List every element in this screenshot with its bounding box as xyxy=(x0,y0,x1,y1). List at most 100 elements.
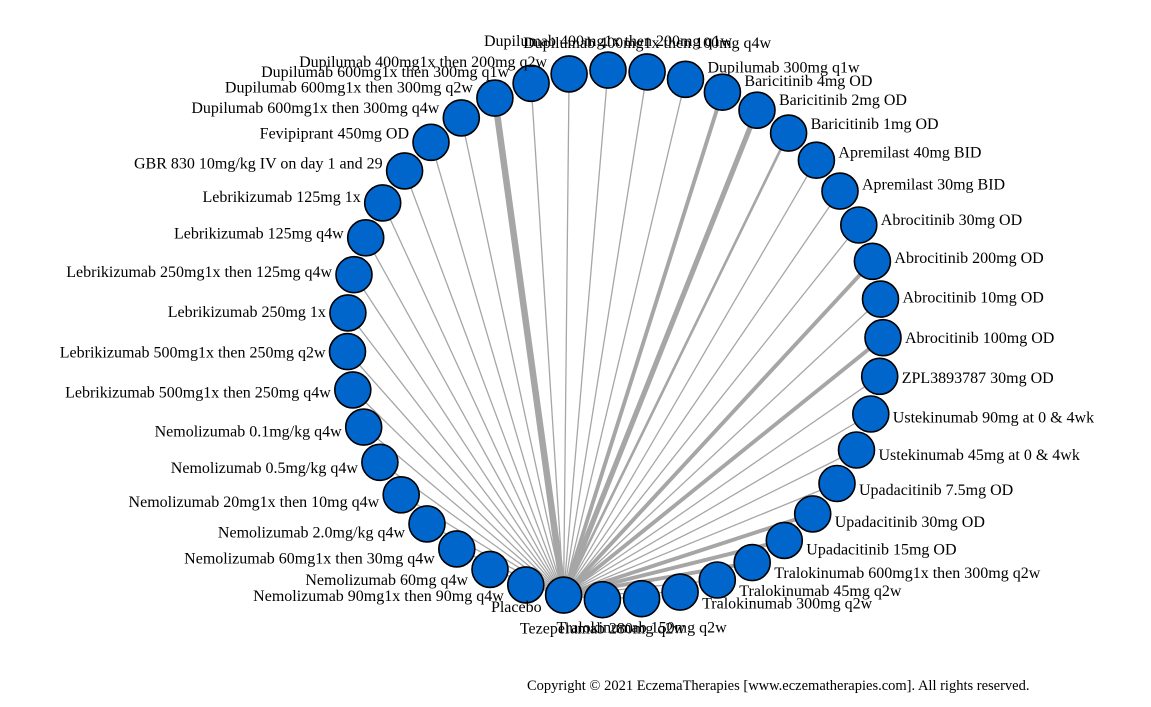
edge-dupilumab-400mg1x-then-200mg-q2w xyxy=(562,73,570,596)
label-nemolizumab-0-5mg-kg-q4w: Nemolizumab 0.5mg/kg q4w xyxy=(171,460,359,477)
edge-apremilast-40mg-bid xyxy=(563,159,817,596)
label-upadacitinib-15mg-od: Upadacitinib 15mg OD xyxy=(806,542,956,559)
node-upadacitinib-30mg-od xyxy=(793,495,832,533)
node-placebo xyxy=(544,576,583,614)
label-nemolizumab-0-1mg-kg-q4w: Nemolizumab 0.1mg/kg q4w xyxy=(155,423,343,440)
label-tralokinumab-300mg-q2w: Tralokinumab 300mg q2w xyxy=(702,596,873,613)
node-baricitinib-4mg-od xyxy=(703,73,742,111)
label-tralokinumab-45mg-q2w: Tralokinumab 45mg q2w xyxy=(739,583,902,600)
node-dupilumab-400mg1x-then-100mg-q4w xyxy=(628,53,666,91)
label-ustekinumab-90mg-at-0-4wk: Ustekinumab 90mg at 0 & 4wk xyxy=(893,410,1094,427)
node-nemolizumab-60mg1x-then-30mg-q4w xyxy=(437,530,476,568)
edge-baricitinib-1mg-od xyxy=(562,132,790,596)
edge-baricitinib-2mg-od xyxy=(561,109,760,597)
edge-dupilumab-600mg1x-then-300mg-q4w xyxy=(460,117,565,596)
label-dupilumab-600mg1x-then-300mg-q2w: Dupilumab 600mg1x then 300mg q2w xyxy=(225,79,473,96)
node-dupilumab-600mg1x-then-300mg-q2w xyxy=(476,79,514,117)
node-abrocitinib-30mg-od xyxy=(839,206,878,244)
edge-dupilumab-400mg1x-then-100mg-q4w xyxy=(562,71,648,596)
label-abrocitinib-200mg-od: Abrocitinib 200mg OD xyxy=(894,250,1043,267)
node-nemolizumab-60mg-q4w xyxy=(471,550,509,589)
node-dupilumab-400mg1x-then-200mg-q1w xyxy=(589,51,627,89)
node-tralokinumab-300mg-q2w xyxy=(661,573,699,611)
edge-ustekinumab-90mg-at-0-4wk xyxy=(563,413,872,596)
node-baricitinib-2mg-od xyxy=(738,91,776,129)
node-tralokinumab-45mg-q2w xyxy=(698,561,737,599)
node-abrocitinib-10mg-od xyxy=(861,280,900,318)
edge-dupilumab-600mg1x-then-300mg-q2w xyxy=(491,97,567,596)
node-nemolizumab-90mg1x-then-90mg-q4w xyxy=(506,566,545,604)
label-dupilumab-400mg1x-then-200mg-q1w: Dupilumab 400mg1x then 200mg q1w xyxy=(484,33,732,50)
node-apremilast-30mg-bid xyxy=(821,172,859,210)
nodes-layer xyxy=(328,51,902,619)
edge-lebrikizumab-125mg-q4w xyxy=(365,237,565,596)
edge-lebrikizumab-250mg1x-then-125mg-q4w xyxy=(353,274,565,596)
node-lebrikizumab-125mg-q4w xyxy=(346,219,385,257)
edge-zpl3893787-30mg-od xyxy=(563,375,881,596)
node-nemolizumab-0-5mg-kg-q4w xyxy=(361,443,399,482)
node-lebrikizumab-500mg1x-then-250mg-q4w xyxy=(333,371,372,409)
edge-upadacitinib-7-5mg-od xyxy=(563,482,838,596)
label-gbr-830-10mg-kg-iv-on-day-1-and-29: GBR 830 10mg/kg IV on day 1 and 29 xyxy=(134,155,383,172)
node-lebrikizumab-125mg-1x xyxy=(363,184,402,222)
label-tezepelumab-280mg-q2w: Tezepelumab 280mg q2w xyxy=(520,621,686,638)
label-nemolizumab-60mg1x-then-30mg-q4w: Nemolizumab 60mg1x then 30mg q4w xyxy=(184,551,435,568)
node-tralokinumab-150mg-q2w xyxy=(622,579,661,618)
label-lebrikizumab-250mg1x-then-125mg-q4w: Lebrikizumab 250mg1x then 125mg q4w xyxy=(66,264,332,281)
node-nemolizumab-0-1mg-kg-q4w xyxy=(344,408,383,446)
edge-dupilumab-400mg1x-then-200mg-q1w xyxy=(562,70,609,596)
node-lebrikizumab-500mg1x-then-250mg-q2w xyxy=(328,332,367,371)
edge-dupilumab-300mg-q1w xyxy=(562,79,687,596)
edge-tralokinumab-300mg-q2w xyxy=(563,591,681,596)
node-nemolizumab-2-0mg-kg-q4w xyxy=(408,505,446,543)
label-tralokinumab-600mg1x-then-300mg-q2w: Tralokinumab 600mg1x then 300mg q2w xyxy=(774,565,1041,582)
label-zpl3893787-30mg-od: ZPL3893787 30mg OD xyxy=(902,370,1054,387)
label-lebrikizumab-500mg1x-then-250mg-q4w: Lebrikizumab 500mg1x then 250mg q4w xyxy=(65,384,331,401)
node-upadacitinib-7-5mg-od xyxy=(818,464,856,503)
label-lebrikizumab-250mg-1x: Lebrikizumab 250mg 1x xyxy=(168,304,326,321)
label-lebrikizumab-125mg-1x: Lebrikizumab 125mg 1x xyxy=(203,189,361,206)
node-abrocitinib-200mg-od xyxy=(853,242,892,281)
edge-lebrikizumab-250mg-1x xyxy=(347,312,565,596)
node-tezepelumab-280mg-q2w xyxy=(583,580,622,619)
edge-ustekinumab-45mg-at-0-4wk xyxy=(563,449,857,596)
label-tralokinumab-150mg-q2w: Tralokinumab 150mg q2w xyxy=(557,620,728,637)
label-dupilumab-400mg1x-then-200mg-q2w: Dupilumab 400mg1x then 200mg q2w xyxy=(299,54,547,71)
node-ustekinumab-45mg-at-0-4wk xyxy=(837,431,876,469)
node-upadacitinib-15mg-od xyxy=(765,521,804,560)
label-upadacitinib-30mg-od: Upadacitinib 30mg OD xyxy=(835,514,985,531)
label-lebrikizumab-500mg1x-then-250mg-q2w: Lebrikizumab 500mg1x then 250mg q2w xyxy=(60,344,326,361)
label-apremilast-40mg-bid: Apremilast 40mg BID xyxy=(838,144,981,161)
node-dupilumab-400mg1x-then-200mg-q2w xyxy=(550,55,588,93)
label-nemolizumab-60mg-q4w: Nemolizumab 60mg q4w xyxy=(305,572,468,589)
node-zpl3893787-30mg-od xyxy=(860,357,899,396)
edge-abrocitinib-30mg-od xyxy=(563,224,860,596)
node-lebrikizumab-250mg1x-then-125mg-q4w xyxy=(335,255,373,294)
label-apremilast-30mg-bid: Apremilast 30mg BID xyxy=(862,177,1005,194)
node-abrocitinib-100mg-od xyxy=(864,318,902,357)
edge-abrocitinib-10mg-od xyxy=(563,298,881,596)
label-placebo: Placebo xyxy=(491,599,542,616)
label-nemolizumab-20mg1x-then-10mg-q4w: Nemolizumab 20mg1x then 10mg q4w xyxy=(129,494,380,511)
edge-abrocitinib-100mg-od xyxy=(562,336,885,597)
label-baricitinib-2mg-od: Baricitinib 2mg OD xyxy=(779,92,907,109)
label-baricitinib-4mg-od: Baricitinib 4mg OD xyxy=(744,73,872,90)
label-nemolizumab-2-0mg-kg-q4w: Nemolizumab 2.0mg/kg q4w xyxy=(218,524,406,541)
label-abrocitinib-100mg-od: Abrocitinib 100mg OD xyxy=(905,330,1054,347)
node-nemolizumab-20mg1x-then-10mg-q4w xyxy=(382,475,421,514)
edge-baricitinib-4mg-od xyxy=(561,91,725,596)
edge-fevipiprant-450mg-od xyxy=(430,142,565,596)
edge-apremilast-30mg-bid xyxy=(563,190,841,596)
node-baricitinib-1mg-od xyxy=(769,114,808,152)
node-gbr-830-10mg-kg-iv-on-day-1-and-29 xyxy=(385,152,424,190)
edge-gbr-830-10mg-kg-iv-on-day-1-and-29 xyxy=(403,170,565,596)
label-lebrikizumab-125mg-q4w: Lebrikizumab 125mg q4w xyxy=(174,225,344,242)
label-baricitinib-1mg-od: Baricitinib 1mg OD xyxy=(811,116,939,133)
label-abrocitinib-10mg-od: Abrocitinib 10mg OD xyxy=(903,290,1044,307)
edge-lebrikizumab-500mg1x-then-250mg-q4w xyxy=(352,389,565,596)
label-dupilumab-400mg1x-then-100mg-q4w: Dupilumab 400mg1x then 100mg q4w xyxy=(523,35,771,52)
node-apremilast-40mg-bid xyxy=(797,141,836,179)
label-upadacitinib-7-5mg-od: Upadacitinib 7.5mg OD xyxy=(859,482,1013,499)
label-nemolizumab-90mg1x-then-90mg-q4w: Nemolizumab 90mg1x then 90mg q4w xyxy=(253,588,504,605)
copyright-notice: Copyright © 2021 EczemaTherapies [www.ec… xyxy=(527,678,1030,694)
